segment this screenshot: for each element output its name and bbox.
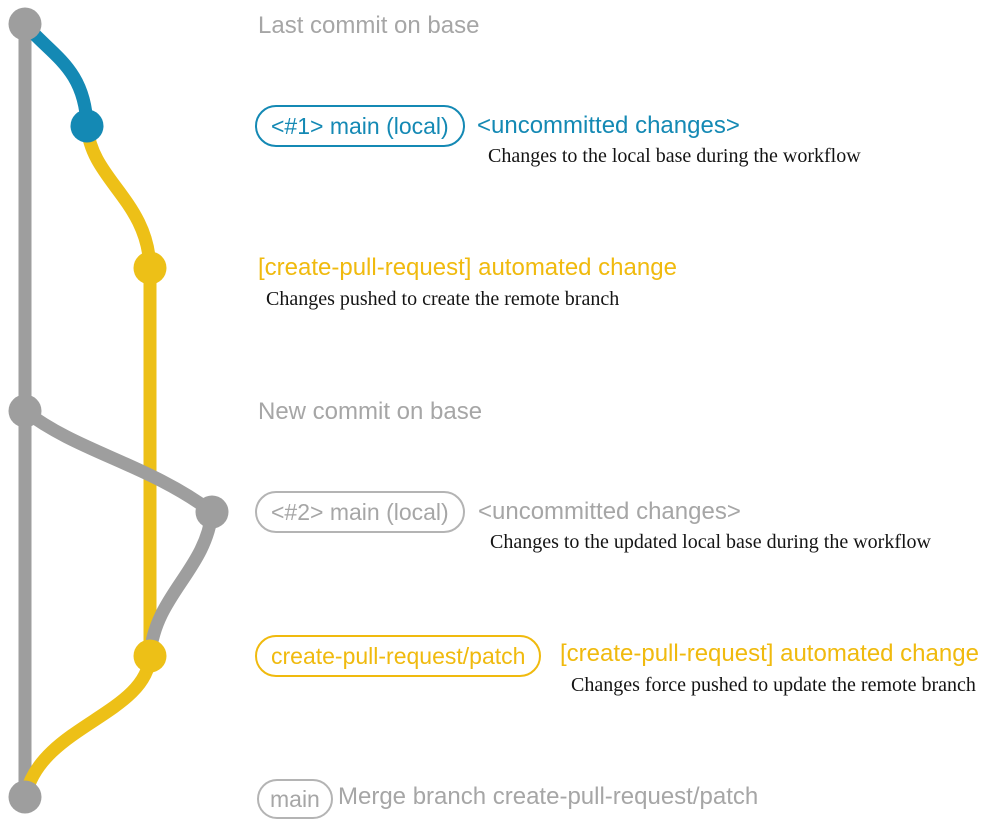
updated-main-branch-line <box>18 404 219 661</box>
badge-patch-branch: create-pull-request/patch <box>255 635 542 677</box>
caption-local-base-changes: Changes to the local base during the wor… <box>488 145 861 167</box>
caption-force-pushed: Changes force pushed to update the remot… <box>571 674 976 696</box>
commit-node-local-main-2 <box>195 495 229 529</box>
uncommitted-changes-label-2: <uncommitted changes> <box>478 498 741 525</box>
commit-node-new-base <box>8 394 42 428</box>
last-commit-label: Last commit on base <box>258 12 480 39</box>
automated-change-heading-1: [create-pull-request] automated change <box>258 254 677 281</box>
commit-node-patch-1 <box>133 251 167 285</box>
commit-node-patch-2 <box>133 639 167 673</box>
badge-main-local-1: <#1> main (local) <box>255 105 465 147</box>
new-commit-label: New commit on base <box>258 398 483 425</box>
badge-main-local-2: <#2> main (local) <box>255 491 465 533</box>
caption-updated-local-base: Changes to the updated local base during… <box>490 531 931 553</box>
commit-node-merge <box>8 780 42 814</box>
commit-node-last-base <box>8 7 42 41</box>
caption-pushed-remote: Changes pushed to create the remote bran… <box>266 288 620 310</box>
merge-branch-label: Merge branch create-pull-request/patch <box>338 783 759 810</box>
local-main-branch-line <box>18 17 94 133</box>
automated-change-heading-2: [create-pull-request] automated change <box>560 640 979 667</box>
uncommitted-changes-label-1: <uncommitted changes> <box>477 112 740 139</box>
commit-node-local-main-1 <box>70 109 104 143</box>
badge-main: main <box>257 779 333 819</box>
